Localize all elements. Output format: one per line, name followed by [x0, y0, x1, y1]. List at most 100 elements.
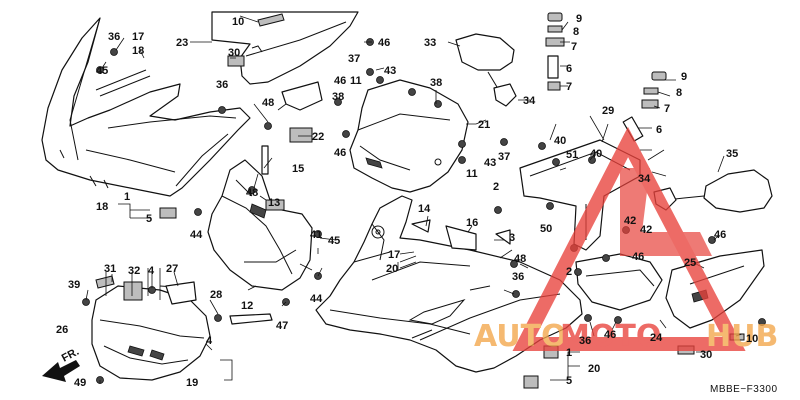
callout-22: 22 — [312, 131, 324, 143]
middle-cowl-23 — [211, 11, 359, 85]
callout-37: 37 — [348, 53, 360, 65]
callout-2: 2 — [493, 181, 499, 193]
callout-7: 7 — [664, 103, 670, 115]
callout-41: 41 — [310, 229, 322, 241]
callout-46: 46 — [604, 329, 616, 341]
callout-36: 36 — [108, 31, 120, 43]
callout-51: 51 — [566, 149, 578, 161]
watermark-auto: AUTO — [474, 319, 567, 354]
callout-34: 34 — [523, 95, 536, 107]
bolts — [82, 38, 766, 384]
callout-43: 43 — [384, 65, 396, 77]
callout-8: 8 — [676, 87, 682, 99]
callout-25: 25 — [684, 257, 696, 269]
callout-29: 29 — [602, 105, 614, 117]
callout-46: 46 — [334, 75, 346, 87]
watermark-inner-mark — [620, 168, 712, 256]
callout-30: 30 — [228, 47, 240, 59]
callout-44: 44 — [310, 293, 323, 305]
callout-3: 3 — [509, 232, 515, 244]
callout-33: 33 — [424, 37, 436, 49]
callout-45: 45 — [328, 235, 340, 247]
callout-36: 36 — [216, 79, 228, 91]
callout-30: 30 — [700, 349, 712, 361]
callout-46: 46 — [632, 251, 644, 263]
callout-18: 18 — [96, 201, 108, 213]
callout-49: 49 — [74, 377, 86, 389]
callout-47: 47 — [276, 320, 288, 332]
callout-28: 28 — [210, 289, 222, 301]
windscreen-21 — [349, 79, 469, 193]
callout-40: 40 — [554, 135, 566, 147]
diagram-code: MBBE−F3300 — [710, 384, 778, 395]
callout-9: 9 — [576, 13, 582, 25]
callout-19: 19 — [186, 377, 198, 389]
leader-lines — [85, 15, 743, 384]
callout-11: 11 — [350, 75, 362, 87]
callout-17: 17 — [132, 31, 144, 43]
callout-38: 38 — [332, 91, 344, 103]
callout-42: 42 — [624, 215, 636, 227]
callout-43: 43 — [484, 157, 496, 169]
callout-14: 14 — [418, 203, 431, 215]
callout-16: 16 — [466, 217, 478, 229]
upper-cowl-left — [41, 17, 251, 197]
mirror-left-33 — [455, 33, 517, 107]
callout-23: 23 — [176, 37, 188, 49]
callout-7: 7 — [566, 81, 572, 93]
callout-48: 48 — [262, 97, 274, 109]
callout-26: 26 — [56, 324, 68, 336]
watermark-hub: HUB — [706, 319, 778, 354]
callout-48: 48 — [246, 187, 258, 199]
callout-50: 50 — [540, 223, 552, 235]
callout-46: 46 — [714, 229, 726, 241]
watermark: AUTO MOTO HUB — [474, 126, 778, 354]
callout-6: 6 — [566, 63, 572, 75]
callout-38: 38 — [430, 77, 442, 89]
callout-36: 36 — [512, 271, 524, 283]
group-brackets — [105, 41, 665, 381]
callout-11: 11 — [466, 168, 478, 180]
callout-46: 46 — [334, 147, 346, 159]
watermark-moto: MOTO — [560, 319, 661, 354]
callout-6: 6 — [656, 124, 662, 136]
bracket-24 — [575, 253, 663, 311]
callout-4: 4 — [206, 335, 213, 347]
callout-13: 13 — [268, 197, 280, 209]
callout-10: 10 — [746, 333, 758, 345]
callout-32: 32 — [128, 265, 140, 277]
callout-17: 17 — [388, 249, 400, 261]
callout-labels: 1 1 2 2 3 4 4 5 5 6 6 7 7 7 8 8 9 9 10 1… — [56, 13, 758, 389]
callout-5: 5 — [146, 213, 152, 225]
lower-left-cowl — [91, 275, 211, 381]
callout-20: 20 — [386, 263, 398, 275]
callout-7: 7 — [571, 41, 577, 53]
callout-4: 4 — [148, 265, 155, 277]
callout-31: 31 — [104, 263, 116, 275]
callout-40: 40 — [590, 148, 602, 160]
callout-44: 44 — [190, 229, 203, 241]
callout-39: 39 — [68, 279, 80, 291]
callout-36: 36 — [579, 335, 591, 347]
callout-24: 24 — [650, 332, 663, 344]
callout-48: 48 — [514, 253, 526, 265]
callout-35: 35 — [726, 148, 738, 160]
callout-9: 9 — [681, 71, 687, 83]
callout-12: 12 — [241, 300, 253, 312]
callout-18: 18 — [132, 45, 144, 57]
callout-1: 1 — [566, 347, 572, 359]
callout-46: 46 — [378, 37, 390, 49]
callout-20: 20 — [588, 363, 600, 375]
front-marker-label: FR. — [60, 346, 81, 365]
callout-42: 42 — [640, 224, 652, 236]
lower-side-cowl — [315, 195, 583, 373]
callout-45: 45 — [96, 65, 108, 77]
callout-1: 1 — [124, 191, 130, 203]
inner-panel-12 — [207, 159, 313, 291]
callout-10: 10 — [232, 16, 244, 28]
callout-21: 21 — [478, 119, 490, 131]
callout-34: 34 — [638, 173, 651, 185]
callout-37: 37 — [498, 151, 510, 163]
small-parts — [159, 12, 745, 389]
